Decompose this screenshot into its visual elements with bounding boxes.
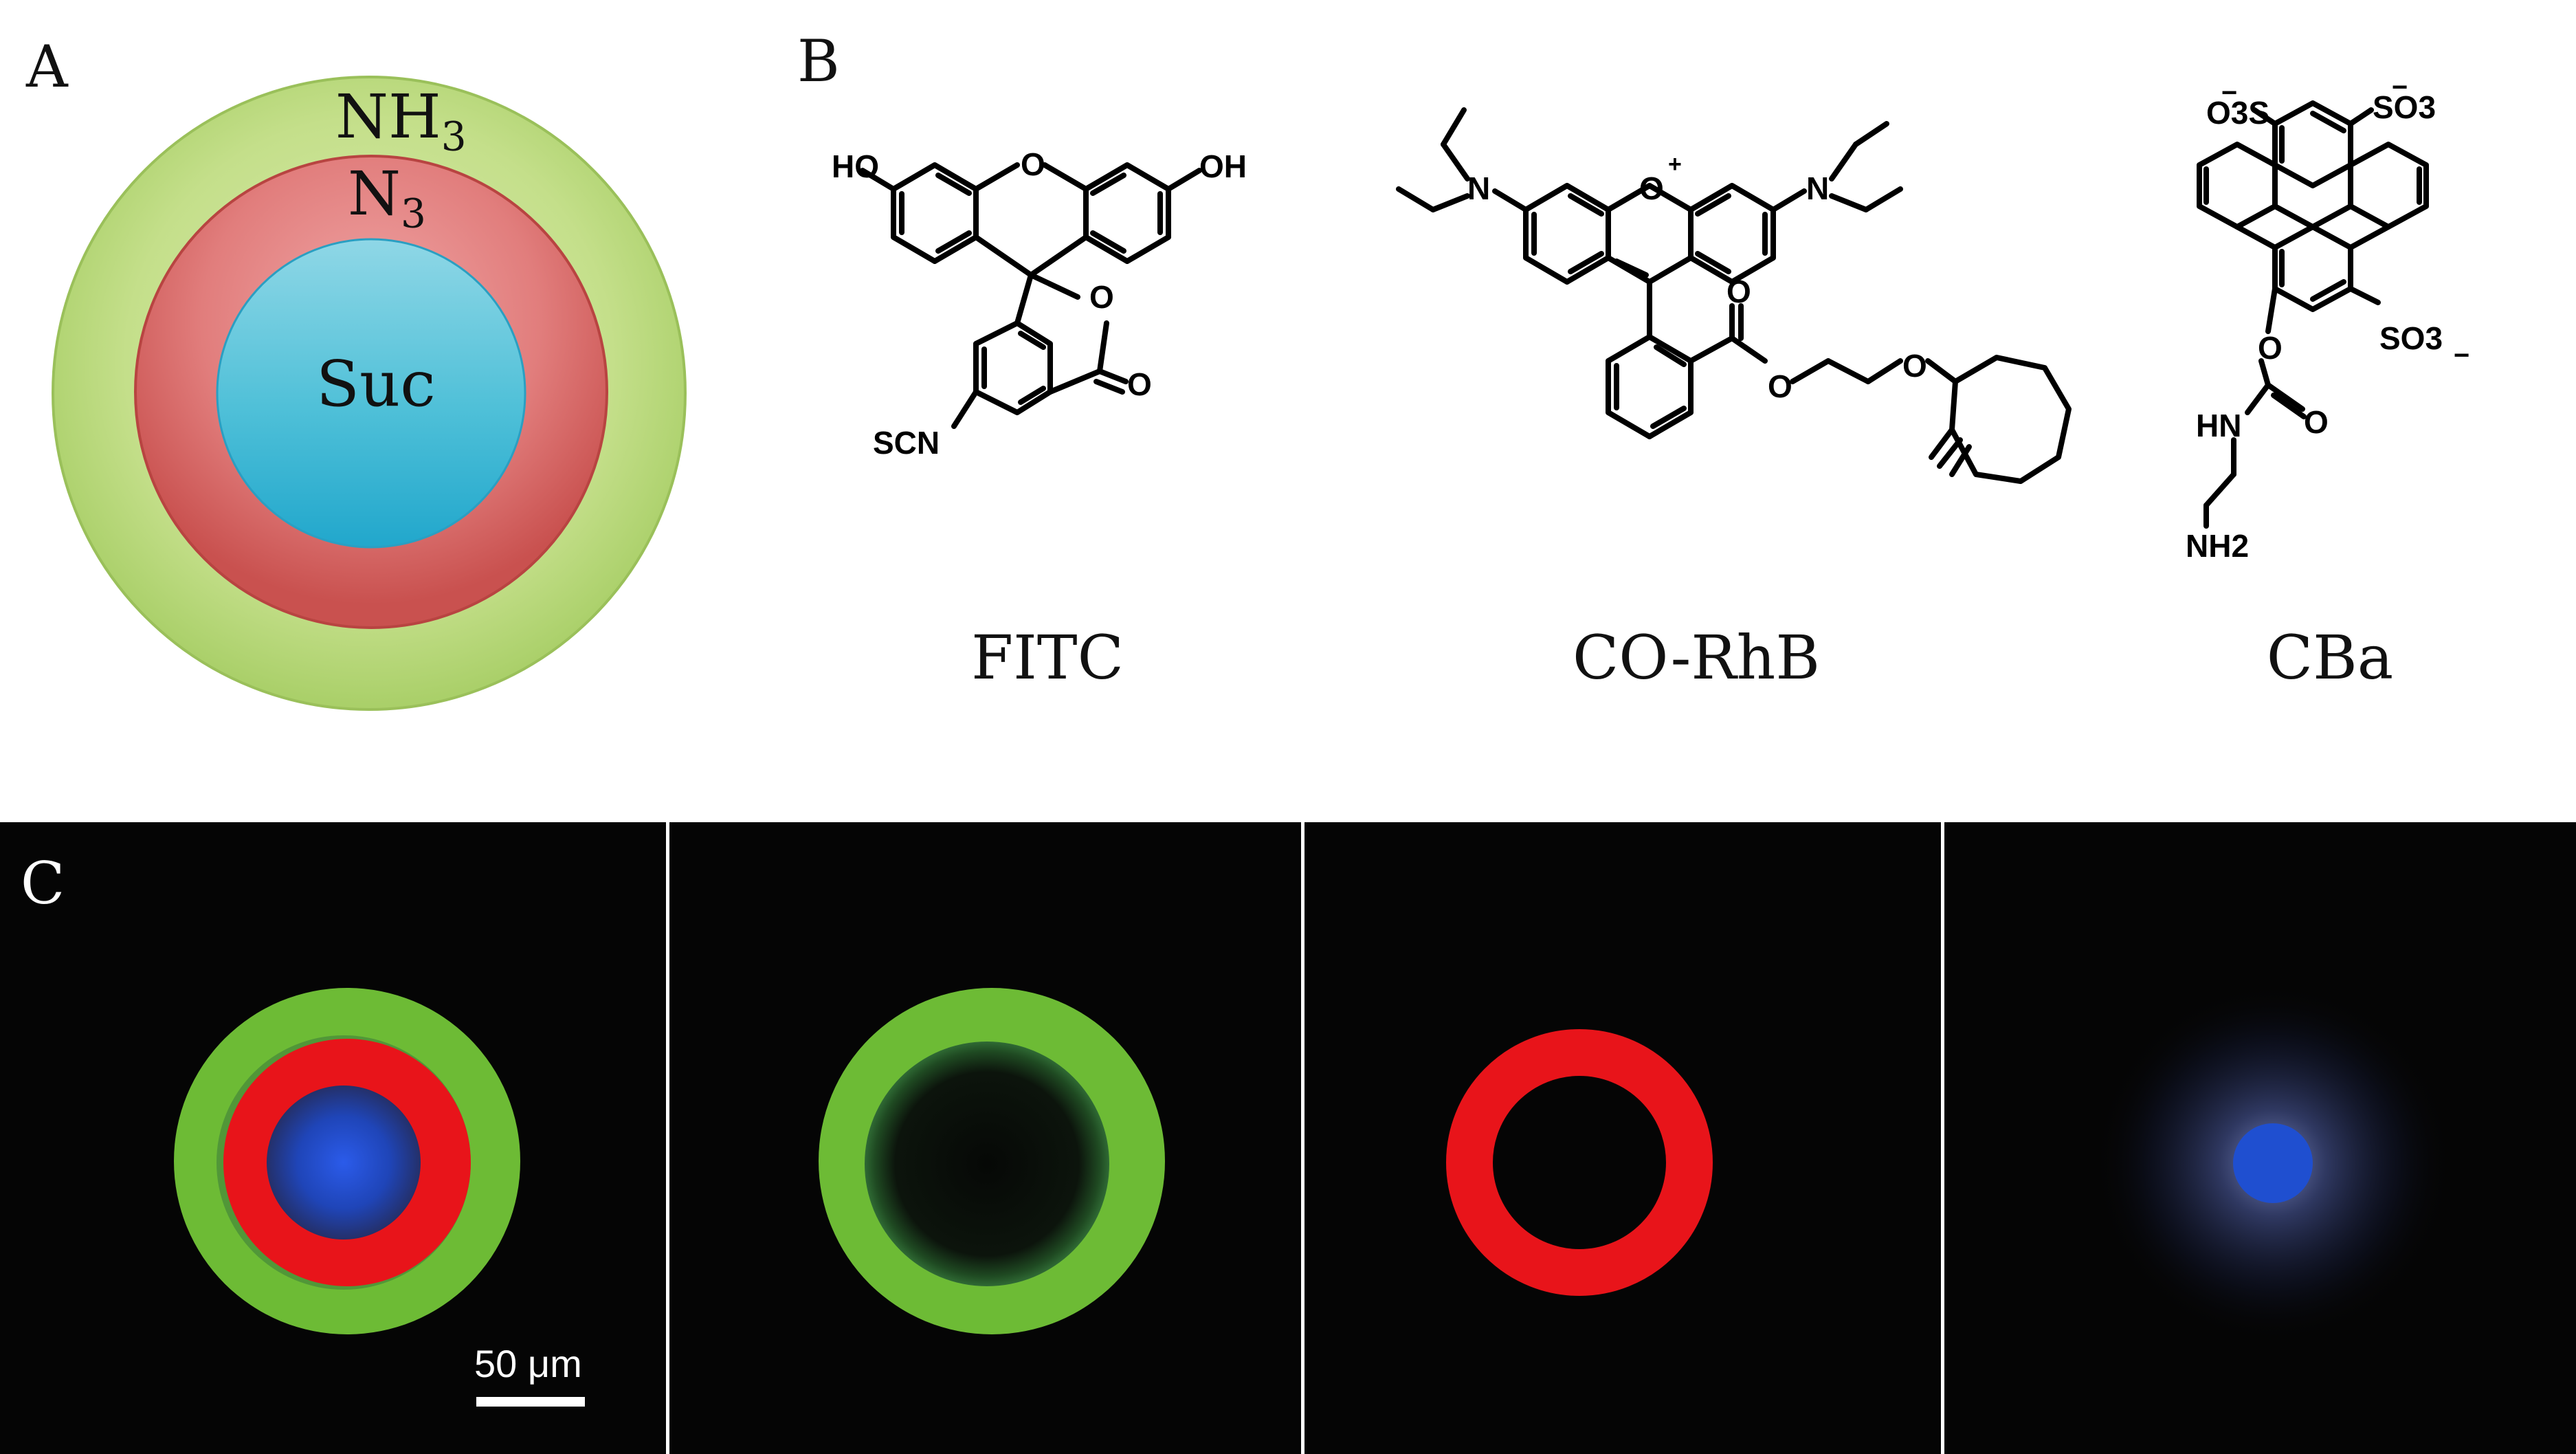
cba-structure [2197, 100, 2429, 529]
scale-bar [476, 1397, 585, 1407]
corhb-ether-o-label: O [1902, 348, 1927, 384]
micro-green-panel [669, 822, 1301, 1454]
micro-merged-panel: C 50 μm [0, 822, 666, 1454]
corhb-structure [1396, 107, 2072, 484]
fitc-caption: FITC [971, 622, 1124, 693]
outer-layer-label: NH3 [335, 81, 467, 160]
cba-minus-tr: − [2392, 72, 2408, 102]
cba-so3-br-label: SO3 [2379, 320, 2443, 356]
cba-so3-tr-label: SO3 [2373, 89, 2436, 125]
cba-caption: CBa [2266, 622, 2394, 693]
blue-channel-core [2233, 1123, 2313, 1203]
micro-red-panel [1304, 822, 1941, 1454]
cba-nh2-label: NH2 [2186, 528, 2249, 564]
corhb-o-plus-label: O [1639, 170, 1664, 206]
green-channel-core [865, 1042, 1109, 1286]
core-circle [216, 238, 526, 549]
fitc-carbonyl-o-label: O [1127, 366, 1152, 402]
middle-layer-main: N [348, 158, 401, 229]
outer-layer-sub: 3 [441, 113, 467, 160]
middle-layer-sub: 3 [401, 190, 426, 237]
corhb-n-left-label: N [1467, 170, 1490, 206]
fitc-oh-label: OH [1199, 148, 1247, 184]
fitc-ring-o-label: O [1021, 146, 1045, 182]
corhb-plus-label: + [1668, 151, 1682, 177]
micro-blue-panel [1944, 822, 2576, 1454]
cba-carbonyl-o-label: O [2304, 404, 2329, 440]
merged-blue-core [267, 1086, 421, 1240]
cba-hn-label: HN [2196, 408, 2241, 443]
outer-layer-main: NH [335, 81, 441, 152]
cba-minus-br: − [2454, 340, 2469, 371]
core-label: Suc [316, 347, 436, 421]
corhb-ester-o1-label: O [1726, 274, 1751, 309]
panel-c-letter: C [21, 850, 65, 917]
fitc-lactone-o-label: O [1089, 279, 1114, 315]
cba-so3-tl-label: O3S [2206, 95, 2269, 131]
panel-b-letter: B [797, 27, 840, 95]
corhb-caption: CO-RhB [1572, 622, 1821, 693]
fitc-structure [860, 162, 1202, 429]
cba-o-link-label: O [2258, 330, 2283, 366]
corhb-n-right-label: N [1806, 170, 1829, 206]
fitc-ho-label: HO [832, 148, 879, 184]
fitc-scn-label: SCN [873, 425, 940, 461]
scale-bar-label: 50 μm [474, 1342, 582, 1385]
corhb-ester-o2-label: O [1768, 368, 1792, 404]
cba-minus-tl: − [2221, 78, 2237, 108]
panel-a-letter: A [26, 33, 68, 100]
middle-layer-label: N3 [348, 158, 426, 237]
red-channel-ring [1446, 1029, 1713, 1296]
